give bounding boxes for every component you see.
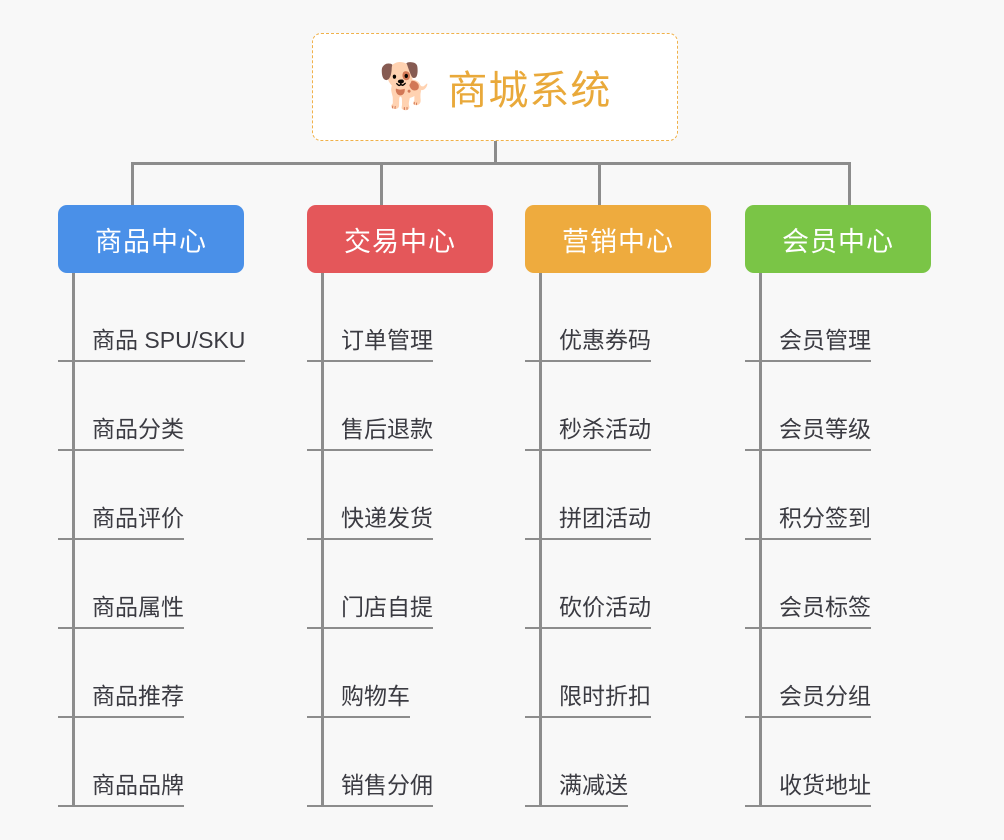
category-label: 会员中心 [782,226,894,257]
drop-line-marketing-center [598,162,601,206]
leaf-label: 限时折扣 [559,682,651,709]
leaf-label: 商品 SPU/SKU [92,326,246,353]
leaf-label: 会员分组 [779,682,871,709]
list-item[interactable]: 订单管理 [307,273,493,362]
list-item[interactable]: 商品分类 [58,362,245,451]
list-item[interactable]: 限时折扣 [525,629,711,718]
list-item[interactable]: 会员分组 [745,629,931,718]
category-box-product-center[interactable]: 商品中心 [58,205,244,273]
leaf-label: 满减送 [559,771,628,798]
leaf-label: 购物车 [341,682,410,709]
shiba-dog-face-icon: 🐕 [378,62,434,111]
drop-line-trade-center [380,162,383,206]
list-item[interactable]: 满减送 [525,718,711,807]
list-item[interactable]: 积分签到 [745,451,931,540]
category-label: 商品中心 [95,226,207,257]
category-label: 交易中心 [344,226,456,257]
list-item[interactable]: 售后退款 [307,362,493,451]
leaf-label: 商品品牌 [92,771,184,798]
category-label: 营销中心 [562,226,674,257]
leaf-label: 积分签到 [779,504,871,531]
leaf-list-member-center: 会员管理 会员等级 积分签到 会员标签 会员分组 收货地址 [745,273,931,807]
root-trunk-line [494,141,497,165]
leaf-label: 收货地址 [779,771,871,798]
leaf-label: 秒杀活动 [559,415,651,442]
list-item[interactable]: 会员管理 [745,273,931,362]
branch-column-member-center: 会员中心 会员管理 会员等级 积分签到 会员标签 会员分组 收货地址 [745,205,931,807]
leaf-list-trade-center: 订单管理 售后退款 快递发货 门店自提 购物车 销售分佣 [307,273,493,807]
list-item[interactable]: 销售分佣 [307,718,493,807]
leaf-label: 优惠券码 [559,326,651,353]
leaf-label: 订单管理 [341,326,433,353]
list-item[interactable]: 商品评价 [58,451,245,540]
root-node-shop-system[interactable]: 🐕 商城系统 [312,33,678,141]
list-item[interactable]: 拼团活动 [525,451,711,540]
leaf-list-marketing-center: 优惠券码 秒杀活动 拼团活动 砍价活动 限时折扣 满减送 [525,273,711,807]
leaf-label: 商品推荐 [92,682,184,709]
drop-line-product-center [131,162,134,206]
list-item[interactable]: 收货地址 [745,718,931,807]
list-item[interactable]: 优惠券码 [525,273,711,362]
category-box-trade-center[interactable]: 交易中心 [307,205,493,273]
leaf-list-product-center: 商品 SPU/SKU 商品分类 商品评价 商品属性 商品推荐 商品品牌 [58,273,246,807]
leaf-spine-member-center [759,273,762,807]
list-item[interactable]: 砍价活动 [525,540,711,629]
list-item[interactable]: 会员标签 [745,540,931,629]
leaf-spine-product-center [72,273,75,807]
list-item[interactable]: 商品品牌 [58,718,245,807]
leaf-label: 会员管理 [779,326,871,353]
leaf-label: 商品属性 [92,593,184,620]
leaf-spine-trade-center [321,273,324,807]
branch-column-marketing-center: 营销中心 优惠券码 秒杀活动 拼团活动 砍价活动 限时折扣 满减送 [525,205,711,807]
root-node-title: 商城系统 [447,69,612,113]
leaf-label: 会员等级 [779,415,871,442]
leaf-label: 门店自提 [341,593,433,620]
branch-column-product-center: 商品中心 商品 SPU/SKU 商品分类 商品评价 商品属性 商品推荐 商品品牌 [58,205,246,807]
leaf-label: 商品分类 [92,415,184,442]
leaf-label: 销售分佣 [341,771,433,798]
branch-column-trade-center: 交易中心 订单管理 售后退款 快递发货 门店自提 购物车 销售分佣 [307,205,493,807]
list-item[interactable]: 商品属性 [58,540,245,629]
leaf-label: 售后退款 [341,415,433,442]
category-box-member-center[interactable]: 会员中心 [745,205,931,273]
list-item[interactable]: 商品推荐 [58,629,245,718]
list-item[interactable]: 商品 SPU/SKU [58,273,246,362]
list-item[interactable]: 快递发货 [307,451,493,540]
drop-line-member-center [848,162,851,206]
leaf-label: 商品评价 [92,504,184,531]
category-box-marketing-center[interactable]: 营销中心 [525,205,711,273]
leaf-label: 会员标签 [779,593,871,620]
list-item[interactable]: 秒杀活动 [525,362,711,451]
leaf-label: 拼团活动 [559,504,651,531]
leaf-label: 砍价活动 [559,593,651,620]
branch-bus-line [131,162,851,165]
list-item[interactable]: 会员等级 [745,362,931,451]
list-item[interactable]: 购物车 [307,629,493,718]
leaf-spine-marketing-center [539,273,542,807]
list-item[interactable]: 门店自提 [307,540,493,629]
leaf-label: 快递发货 [341,504,433,531]
